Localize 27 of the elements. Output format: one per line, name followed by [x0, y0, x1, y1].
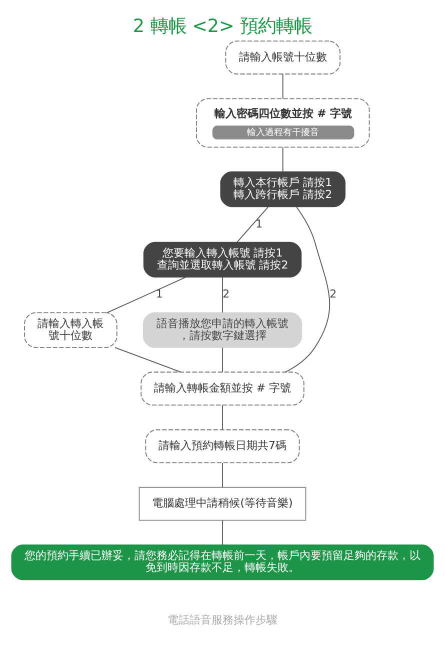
node-box: 輸入密碼四位數並按 # 字號 輸入過程有干擾音	[196, 98, 370, 148]
connector	[106, 276, 186, 313]
connector	[222, 346, 223, 372]
edge-label: 2	[222, 287, 230, 300]
edge-label: 2	[330, 287, 337, 300]
connector	[114, 346, 182, 372]
connector	[282, 146, 284, 172]
connector	[222, 276, 223, 312]
node-box: 您要輸入轉入帳號 請按1 查詢並選取轉入帳號 請按2	[143, 241, 302, 277]
connector	[222, 462, 223, 488]
node-box: 您的預約手續已辦妥，請您務必記得在轉帳前一天，帳戶內要預留足夠的存款，以免到時因存款不足，轉帳失敗。	[11, 544, 434, 580]
node-box: 語音播放您申請的轉入帳號，請按數字鍵選擇	[142, 312, 302, 348]
connector	[222, 520, 223, 545]
diagram-title: 2 轉帳 <2> 預約轉帳	[132, 15, 312, 36]
node-box: 請輸入帳號十位數	[225, 40, 340, 74]
node-box: 電腦處理中請稍候(等待音樂)	[138, 486, 306, 520]
connector	[284, 206, 330, 372]
node-box: 請輸入預約轉帳日期共7碼	[145, 428, 300, 463]
connector	[222, 404, 223, 430]
edge-label: 1	[256, 216, 263, 230]
connector	[236, 206, 269, 242]
node-box: 轉入本行帳戶 請按1 轉入跨行帳戶 請按2	[220, 170, 346, 207]
node-box: 請輸入轉入帳號十位數	[24, 312, 118, 348]
caption: 電話語音服務操作步驟	[168, 613, 278, 626]
edge-label: 1	[156, 287, 163, 300]
node-box: 請輸入轉帳金額並按 # 字號	[140, 371, 304, 406]
connector	[282, 73, 284, 99]
